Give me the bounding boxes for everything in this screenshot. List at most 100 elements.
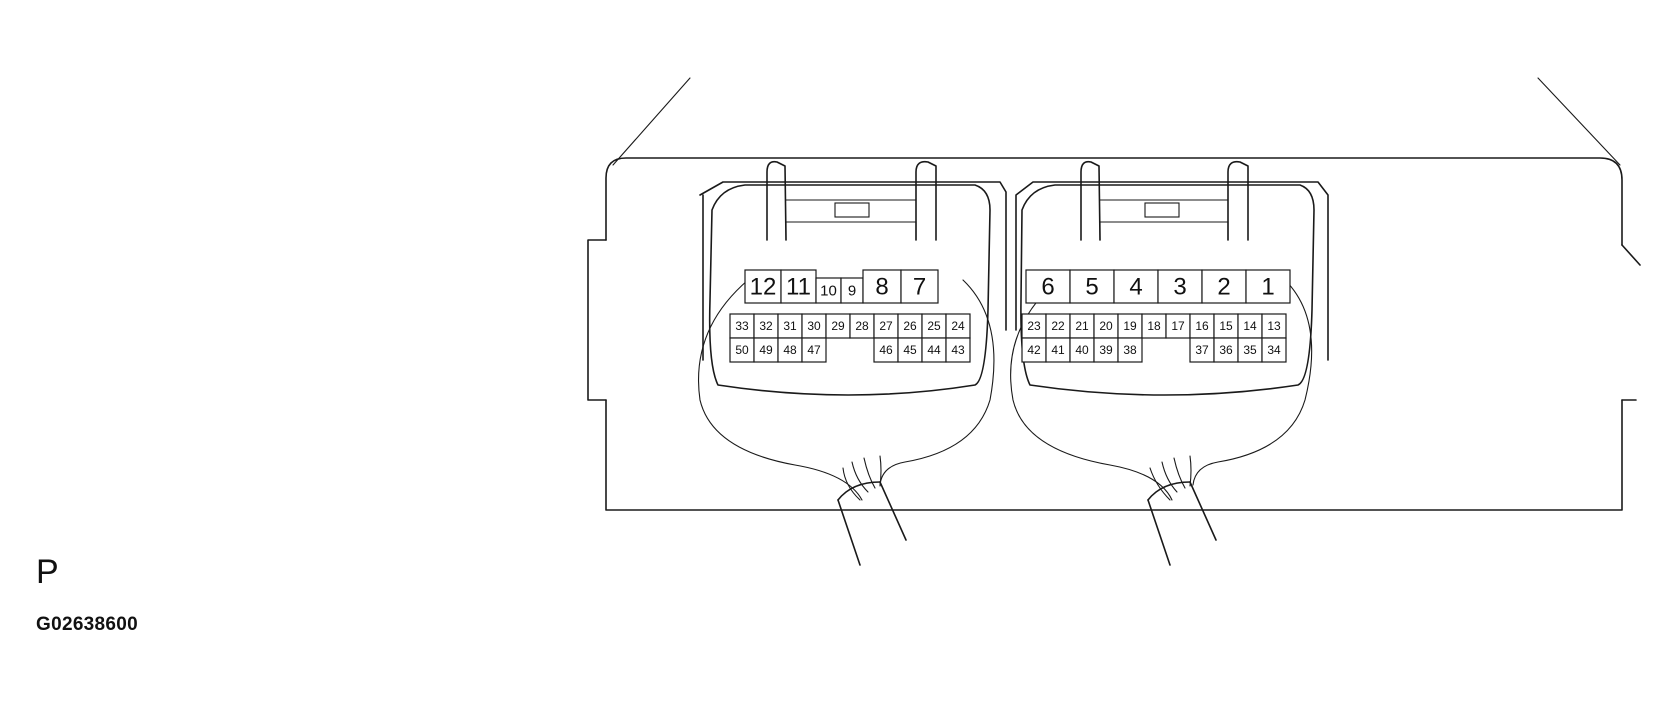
pin-label: 13	[1267, 319, 1281, 333]
pin-27: 27	[873, 313, 899, 339]
pin-label: 23	[1027, 319, 1041, 333]
pin-42: 42	[1021, 337, 1047, 363]
pin-label: 17	[1171, 319, 1185, 333]
pin-label: 19	[1123, 319, 1137, 333]
pin-35: 35	[1237, 337, 1263, 363]
pin-8: 8	[862, 269, 902, 304]
pin-4: 4	[1113, 269, 1159, 304]
pin-7: 7	[900, 269, 939, 304]
pin-30: 30	[801, 313, 827, 339]
pin-label: 49	[759, 343, 773, 357]
pin-label: 31	[783, 319, 797, 333]
pin-label: 22	[1051, 319, 1065, 333]
pin-21: 21	[1069, 313, 1095, 339]
pin-label: 45	[903, 343, 917, 357]
pin-label: 27	[879, 319, 893, 333]
pin-label: 15	[1219, 319, 1233, 333]
pin-label: 29	[831, 319, 845, 333]
pin-label: 46	[879, 343, 893, 357]
pin-12: 12	[744, 269, 782, 304]
pin-label: 47	[807, 343, 821, 357]
pin-label: 38	[1123, 343, 1137, 357]
pin-label: 41	[1051, 343, 1065, 357]
page-code-label: P	[36, 553, 59, 591]
pin-label: 10	[820, 283, 837, 300]
pin-28: 28	[849, 313, 875, 339]
pin-43: 43	[945, 337, 971, 363]
pin-14: 14	[1237, 313, 1263, 339]
pin-label: 28	[855, 319, 869, 333]
pin-16: 16	[1189, 313, 1215, 339]
pin-46: 46	[873, 337, 899, 363]
pin-23: 23	[1021, 313, 1047, 339]
pin-label: 43	[951, 343, 965, 357]
pin-label: 25	[927, 319, 941, 333]
pin-1: 1	[1245, 269, 1291, 304]
pin-22: 22	[1045, 313, 1071, 339]
pin-label: 5	[1085, 274, 1098, 301]
pin-label: 44	[927, 343, 941, 357]
pin-label: 33	[735, 319, 749, 333]
pin-label: 11	[786, 274, 811, 301]
pin-label: 3	[1173, 274, 1186, 301]
pin-20: 20	[1093, 313, 1119, 339]
pin-label: 26	[903, 319, 917, 333]
pin-40: 40	[1069, 337, 1095, 363]
pin-34: 34	[1261, 337, 1287, 363]
pin-label: 18	[1147, 319, 1161, 333]
pin-31: 31	[777, 313, 803, 339]
pin-39: 39	[1093, 337, 1119, 363]
pin-36: 36	[1213, 337, 1239, 363]
pin-label: 9	[848, 283, 856, 300]
pin-label: 42	[1027, 343, 1041, 357]
pin-label: 20	[1099, 319, 1113, 333]
ecu-housing	[587, 77, 1641, 511]
pin-label: 8	[875, 274, 888, 301]
pin-50: 50	[729, 337, 755, 363]
pin-label: 16	[1195, 319, 1209, 333]
pin-label: 48	[783, 343, 797, 357]
pin-label: 24	[951, 319, 965, 333]
pin-11: 11	[780, 269, 817, 304]
pin-9: 9	[840, 277, 864, 304]
pin-10: 10	[815, 277, 842, 304]
pin-32: 32	[753, 313, 779, 339]
pin-label: 7	[913, 274, 926, 301]
pin-47: 47	[801, 337, 827, 363]
pin-label: 32	[759, 319, 773, 333]
pin-label: 35	[1243, 343, 1257, 357]
figure-id-label: G02638600	[36, 614, 139, 635]
pin-label: 36	[1219, 343, 1233, 357]
pin-19: 19	[1117, 313, 1143, 339]
pin-6: 6	[1025, 269, 1071, 304]
pin-label: 12	[750, 274, 777, 301]
pin-49: 49	[753, 337, 779, 363]
pin-label: 1	[1261, 274, 1274, 301]
pin-25: 25	[921, 313, 947, 339]
pin-label: 21	[1075, 319, 1089, 333]
pin-3: 3	[1157, 269, 1203, 304]
pin-24: 24	[945, 313, 971, 339]
pin-5: 5	[1069, 269, 1115, 304]
pin-13: 13	[1261, 313, 1287, 339]
pin-label: 34	[1267, 343, 1281, 357]
pin-37: 37	[1189, 337, 1215, 363]
pin-45: 45	[897, 337, 923, 363]
pin-label: 40	[1075, 343, 1089, 357]
pin-29: 29	[825, 313, 851, 339]
wire-harness	[698, 279, 1313, 566]
right-connector	[1015, 160, 1329, 396]
pin-44: 44	[921, 337, 947, 363]
pin-label: 37	[1195, 343, 1209, 357]
pin-label: 50	[735, 343, 749, 357]
pin-26: 26	[897, 313, 923, 339]
pin-15: 15	[1213, 313, 1239, 339]
pin-38: 38	[1117, 337, 1143, 363]
pin-label: 14	[1243, 319, 1257, 333]
pin-33: 33	[729, 313, 755, 339]
pin-label: 6	[1041, 274, 1054, 301]
pin-18: 18	[1141, 313, 1167, 339]
pin-label: 4	[1129, 274, 1142, 301]
